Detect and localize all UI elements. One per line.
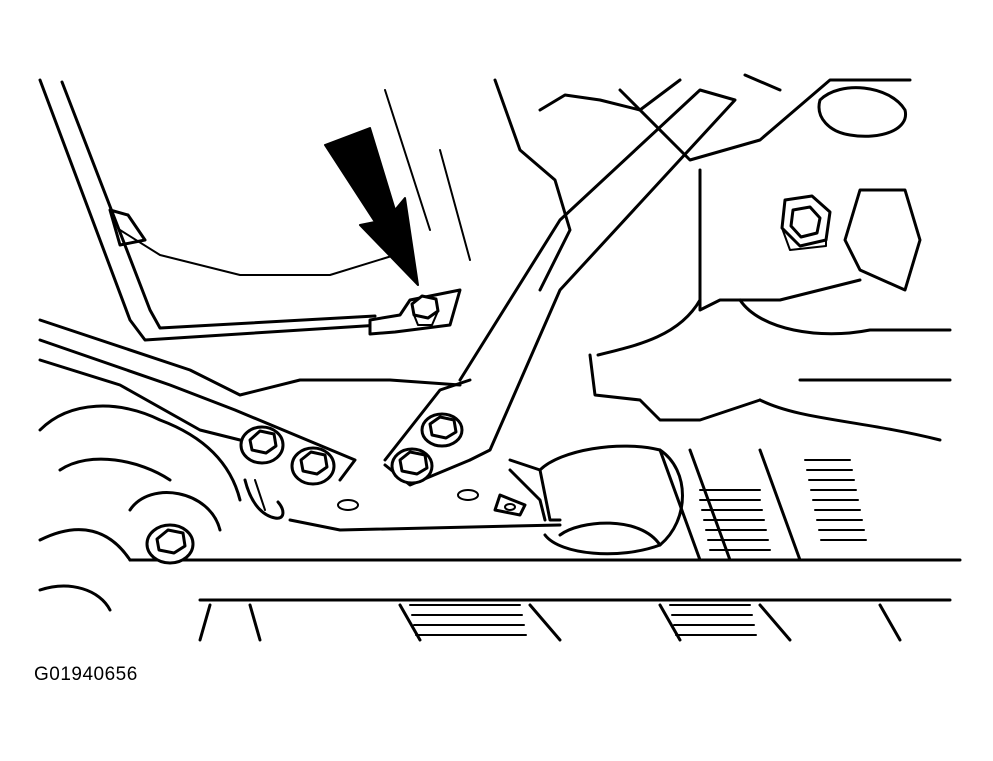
subframe-crossmember [38, 318, 962, 602]
callout-arrow-icon [324, 127, 419, 286]
pulley-assembly [508, 444, 802, 562]
splash-shield-panel [38, 78, 471, 342]
crossmember-bolts [145, 425, 336, 565]
ribbed-belt-lower [198, 603, 902, 642]
suspension-arm [38, 404, 285, 612]
figure-code: G01940656 [34, 664, 138, 685]
engine-mount-bolt [780, 194, 832, 251]
ribbed-belt-upper [699, 459, 867, 551]
brace-bolts [390, 412, 464, 485]
target-bracket-nut [368, 288, 462, 336]
engine-frame-upper [493, 78, 952, 442]
